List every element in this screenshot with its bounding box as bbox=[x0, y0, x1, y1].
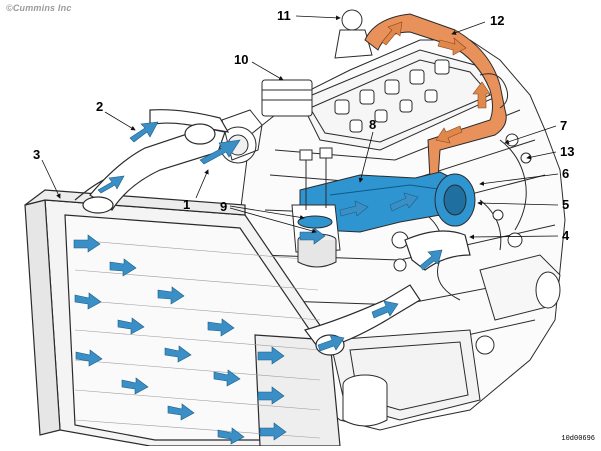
hot-gas-flow-arrows bbox=[381, 21, 491, 144]
callout-leader-lines bbox=[41, 15, 559, 240]
callout-1: 1 bbox=[183, 197, 191, 212]
callout-7: 7 bbox=[560, 118, 568, 133]
callout-9: 9 bbox=[220, 199, 228, 214]
callout-6: 6 bbox=[562, 166, 570, 181]
callout-8: 8 bbox=[369, 117, 377, 132]
intake-hose bbox=[82, 109, 471, 356]
callout-2: 2 bbox=[96, 99, 104, 114]
callout-11: 11 bbox=[277, 8, 291, 23]
callout-5: 5 bbox=[562, 197, 570, 212]
callout-10: 10 bbox=[234, 52, 249, 67]
callout-4: 4 bbox=[562, 228, 570, 243]
cool-air-flow-arrows bbox=[73, 121, 443, 445]
callout-12: 12 bbox=[490, 13, 505, 28]
callout-3: 3 bbox=[33, 147, 41, 162]
copyright-text: ©Cummins Inc bbox=[6, 3, 72, 13]
document-id: 10d00696 bbox=[561, 435, 595, 443]
callout-13: 13 bbox=[560, 144, 575, 159]
